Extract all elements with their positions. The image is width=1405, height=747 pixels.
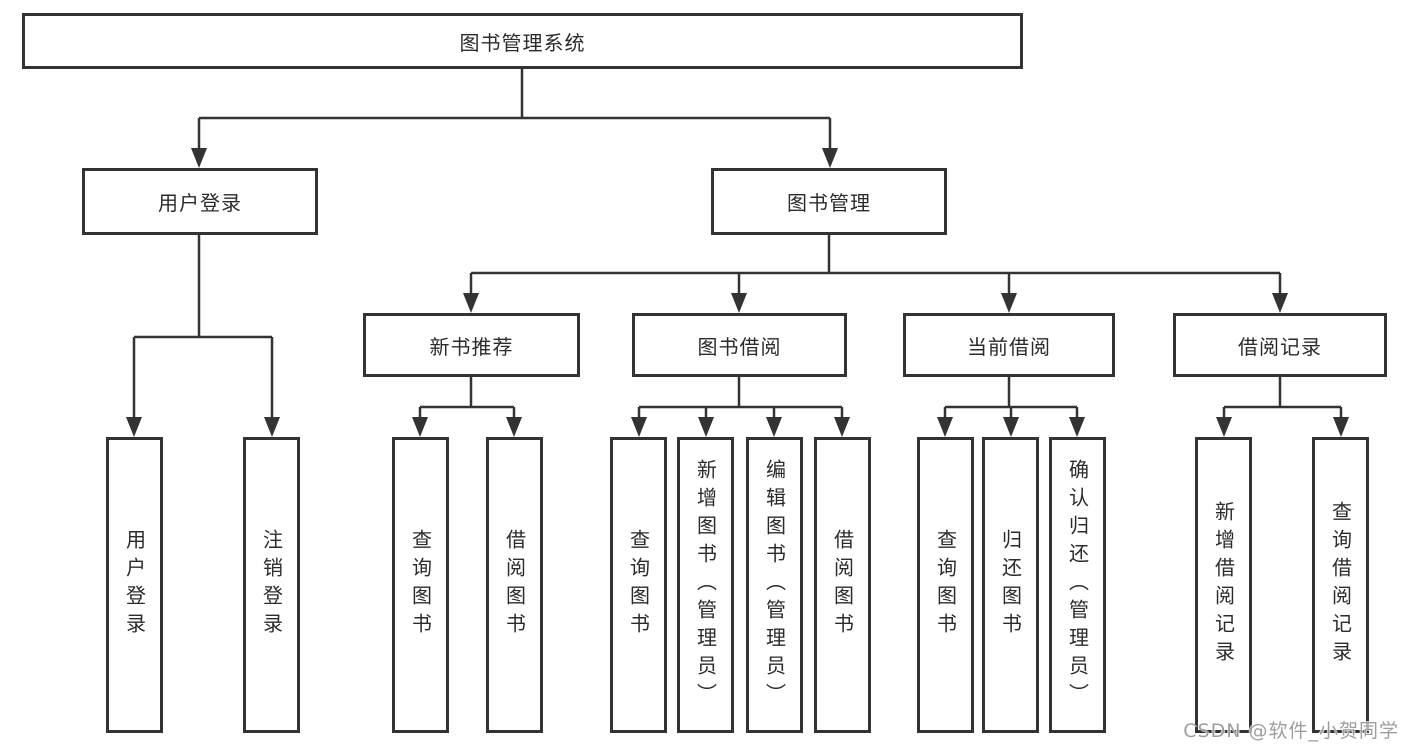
- leaf-label: 归还图书: [998, 529, 1023, 641]
- node-borrowing-records: 借阅记录: [1173, 313, 1387, 377]
- node-book-borrowing: 图书借阅: [632, 313, 847, 377]
- leaf-label: 查询图书: [626, 529, 651, 641]
- leaf-confirm-return-admin: 确认归还（管理员）: [1049, 437, 1106, 733]
- leaf-label: 查询图书: [933, 529, 958, 641]
- leaf-label: 新增图书（管理员）: [693, 459, 718, 711]
- leaf-return-book: 归还图书: [982, 437, 1039, 733]
- leaf-label: 确认归还（管理员）: [1065, 459, 1090, 711]
- leaf-query-borrow-record: 查询借阅记录: [1312, 437, 1369, 733]
- leaf-add-book-admin: 新增图书（管理员）: [677, 437, 734, 733]
- node-current-borrowing: 当前借阅: [903, 313, 1115, 377]
- leaf-label: 查询图书: [408, 529, 433, 641]
- leaf-add-borrow-record: 新增借阅记录: [1195, 437, 1252, 733]
- leaf-logout: 注销登录: [243, 437, 300, 733]
- leaf-query-books-current: 查询图书: [917, 437, 974, 733]
- leaf-label: 借阅图书: [502, 529, 527, 641]
- leaf-label: 查询借阅记录: [1328, 501, 1353, 669]
- leaf-label: 编辑图书（管理员）: [762, 459, 787, 711]
- leaf-query-books-recommend: 查询图书: [392, 437, 449, 733]
- leaf-edit-book-admin: 编辑图书（管理员）: [746, 437, 803, 733]
- leaf-borrow-books-recommend: 借阅图书: [486, 437, 543, 733]
- leaf-borrow-books: 借阅图书: [814, 437, 871, 733]
- node-library-management-system: 图书管理系统: [22, 13, 1023, 69]
- leaf-label: 注销登录: [259, 529, 284, 641]
- node-user-login: 用户登录: [82, 168, 318, 235]
- leaf-label: 新增借阅记录: [1211, 501, 1236, 669]
- leaf-user-login: 用户登录: [106, 437, 163, 733]
- leaf-label: 借阅图书: [830, 529, 855, 641]
- leaf-label: 用户登录: [122, 529, 147, 641]
- node-book-management: 图书管理: [711, 168, 947, 235]
- node-new-book-recommendation: 新书推荐: [363, 313, 580, 377]
- leaf-query-books-borrow: 查询图书: [610, 437, 667, 733]
- csdn-watermark: CSDN @软件_小贺同学: [1183, 720, 1399, 742]
